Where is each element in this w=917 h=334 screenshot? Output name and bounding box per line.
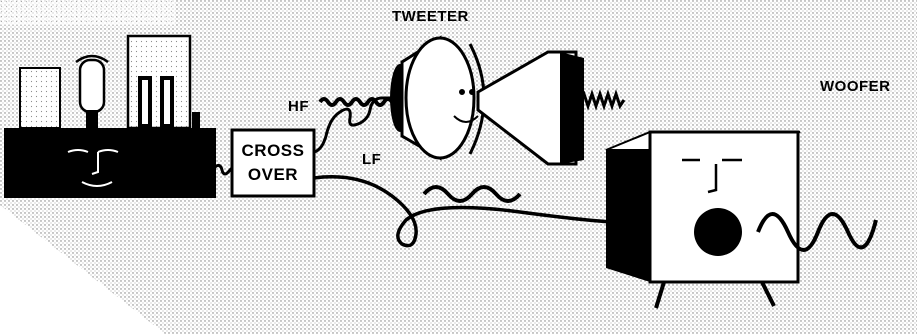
- crossover-label-line2: OVER: [232, 163, 314, 187]
- stipple-top-left: [0, 0, 175, 25]
- amplifier-chassis: [4, 128, 216, 198]
- crossover-label-line1: CROSS: [232, 139, 314, 163]
- crossover-label: CROSS OVER: [232, 130, 314, 196]
- lf-label: LF: [362, 151, 381, 168]
- woofer-cone: [694, 208, 742, 256]
- amplifier-transformer: [20, 68, 60, 128]
- amplifier-power-block: [128, 36, 200, 128]
- woofer-label: WOOFER: [820, 78, 891, 95]
- woofer-front: [650, 132, 798, 282]
- hf-label: HF: [288, 98, 309, 115]
- tweeter-label: TWEETER: [392, 8, 469, 25]
- tweeter-horn-shadow: [560, 52, 584, 164]
- woofer-side: [606, 132, 650, 282]
